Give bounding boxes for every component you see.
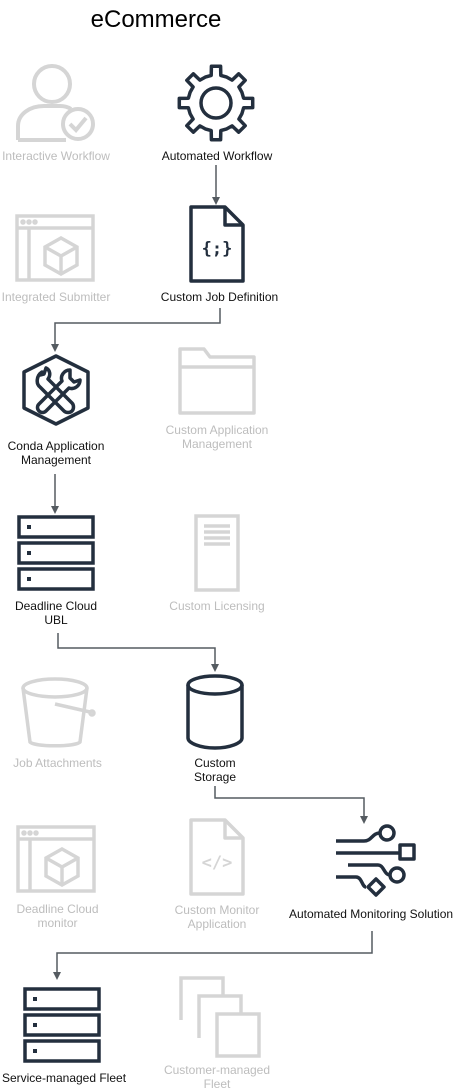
stacked-instances-icon <box>179 976 261 1058</box>
code-file-glyph: </> <box>202 853 233 873</box>
automated-workflow-label: Automated Workflow <box>161 149 273 163</box>
arrow-ubl-to-storage <box>57 633 219 672</box>
service-managed-fleet-label: Service-managed Fleet <box>1 1071 127 1085</box>
conda-app-mgmt-label: Conda Application Management <box>0 439 112 467</box>
folder-icon <box>178 347 256 415</box>
bucket-icon <box>21 677 96 748</box>
custom-licensing-label: Custom Licensing <box>169 599 265 613</box>
ubl-label-line2: UBL <box>44 613 68 627</box>
custom-app-label-line2: Management <box>181 437 253 451</box>
custom-monitor-app-label: Custom Monitor Application <box>152 903 282 931</box>
tools-hexagon-icon <box>22 354 90 426</box>
arrow-jobdef-to-conda <box>51 308 221 352</box>
dcm-label-line2: monitor <box>37 916 78 930</box>
interactive-workflow-label: Interactive Workflow <box>2 149 110 163</box>
deadline-cloud-monitor-label: Deadline Cloud monitor <box>0 902 115 930</box>
custom-app-mgmt-label: Custom Application Management <box>152 423 282 451</box>
conda-label-line1: Conda Application <box>7 439 105 453</box>
cmf-label-line1: Customer-managed <box>163 1063 271 1077</box>
submitter-window-icon <box>15 214 95 282</box>
monitoring-pipeline-icon <box>336 824 416 897</box>
automated-monitoring-label: Automated Monitoring Solution <box>288 907 454 921</box>
custom-storage-label: Custom Storage <box>165 756 265 784</box>
code-file-icon: </> <box>189 818 245 896</box>
storage-label-line1: Custom <box>194 756 236 770</box>
conda-label-line2: Management <box>20 453 92 467</box>
job-attachments-label: Job Attachments <box>13 756 102 770</box>
cmf-label-line2: Fleet <box>203 1077 231 1091</box>
ubl-label-line1: Deadline Cloud <box>14 599 98 613</box>
custom-job-definition-label: Custom Job Definition <box>160 290 279 304</box>
arrow-monitoring-to-fleet <box>53 931 373 980</box>
server-stack-icon <box>17 515 95 591</box>
storage-cylinder-icon <box>186 674 244 750</box>
monitor-window-icon <box>16 825 96 893</box>
dcm-label-line1: Deadline Cloud <box>16 902 99 916</box>
custom-app-label-line1: Custom Application <box>165 423 269 437</box>
fleet-server-icon <box>23 987 101 1063</box>
integrated-submitter-label: Integrated Submitter <box>1 290 111 304</box>
customer-managed-fleet-label: Customer-managed Fleet <box>152 1063 282 1091</box>
storage-label-line2: Storage <box>193 770 237 784</box>
gear-icon <box>177 64 255 142</box>
deadline-cloud-ubl-label: Deadline Cloud UBL <box>0 599 112 627</box>
license-document-icon <box>194 514 240 592</box>
job-definition-glyph: {;} <box>202 239 233 259</box>
user-check-icon <box>16 64 95 142</box>
arrow-storage-to-monitoring <box>214 786 368 824</box>
job-definition-file-icon: {;} <box>189 205 245 283</box>
diagram-title: eCommerce <box>90 6 222 33</box>
cma-label-line2: Application <box>187 917 247 931</box>
cma-label-line1: Custom Monitor <box>174 903 260 917</box>
